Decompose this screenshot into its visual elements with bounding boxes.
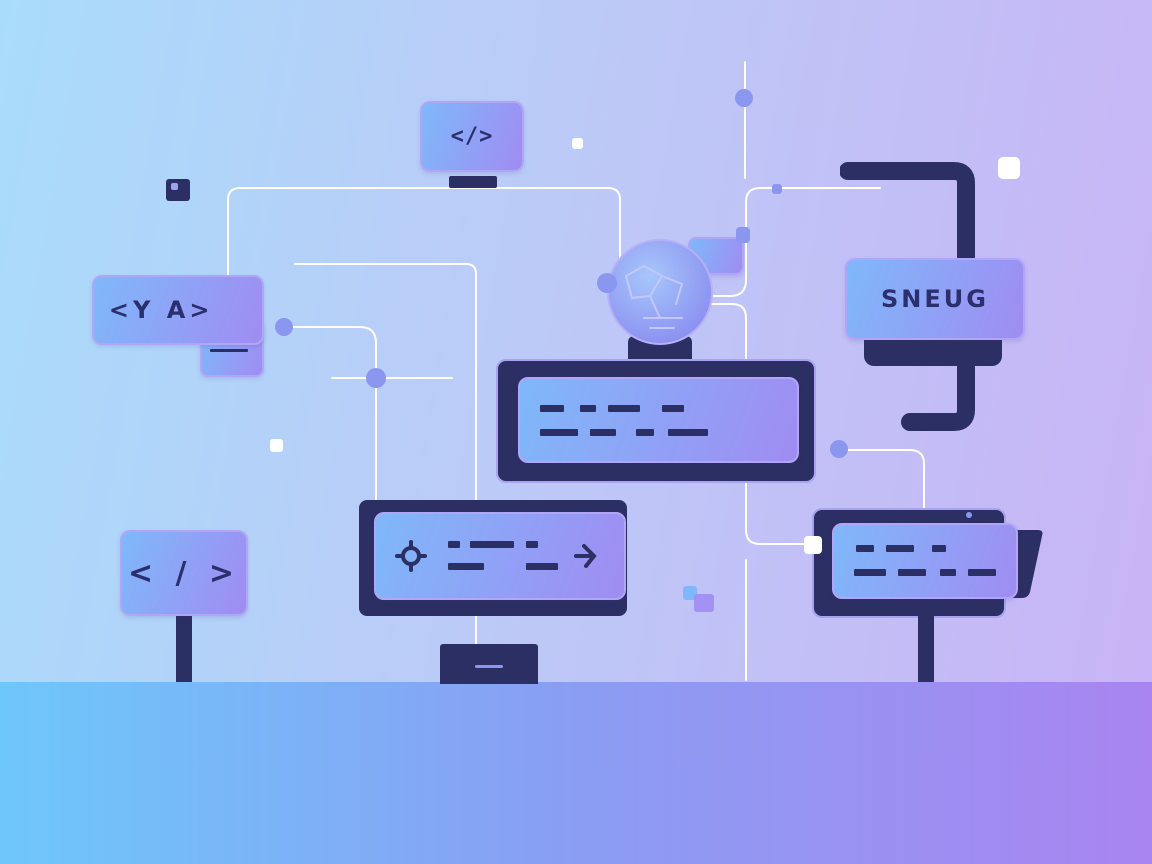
tag-right-card: SNEUG <box>845 258 1025 340</box>
mid-stand-slot <box>475 665 503 668</box>
right-code-bar <box>932 545 946 552</box>
right-code-bar <box>886 545 914 552</box>
right-code-bar <box>940 569 956 576</box>
sparkle-square <box>572 138 583 149</box>
center-code-bar <box>540 405 564 412</box>
mid-panel-front <box>374 512 626 600</box>
right-panel-led <box>966 512 972 518</box>
node-dot <box>275 318 293 336</box>
sign-left-card: < / > <box>120 530 248 616</box>
connector-mid-vertical <box>294 263 477 661</box>
right-code-bar <box>968 569 996 576</box>
center-code-bar <box>662 405 684 412</box>
gear-icon <box>395 540 427 572</box>
center-code-bar <box>540 429 578 436</box>
sign-left-label: < / > <box>127 555 241 591</box>
sparkle-square <box>998 157 1020 179</box>
center-code-bar <box>636 429 654 436</box>
chip-square <box>166 179 190 201</box>
tag-top-label: </> <box>450 124 494 149</box>
floor <box>0 682 1152 864</box>
right-panel-post <box>918 616 934 682</box>
node-dot <box>736 227 750 243</box>
center-code-bar <box>580 405 596 412</box>
connector-top-left <box>227 187 621 276</box>
globe-icon <box>607 239 713 345</box>
connector-left-card <box>289 326 377 503</box>
branch-icon <box>574 544 597 568</box>
right-code-bar <box>898 569 926 576</box>
mid-code-bar <box>448 563 484 570</box>
mid-code-bar <box>526 563 558 570</box>
floating-squares <box>694 594 714 612</box>
tag-left-card: <Y A> <box>92 275 264 345</box>
tag-right-label: SNEUG <box>881 285 989 313</box>
sparkle-square <box>270 439 283 452</box>
mid-code-bar <box>470 541 514 548</box>
globe-node <box>597 273 617 293</box>
floating-squares <box>683 586 697 600</box>
sign-left-post <box>176 612 192 682</box>
node-dot <box>366 368 386 388</box>
tag-left-underline <box>210 349 248 352</box>
sparkle-square <box>804 536 822 554</box>
node-dot <box>735 89 753 107</box>
center-code-bar <box>590 429 616 436</box>
right-code-bar <box>856 545 874 552</box>
node-dot <box>772 184 782 194</box>
tag-top-stand <box>449 176 497 188</box>
right-code-bar <box>854 569 886 576</box>
center-code-bar <box>668 429 708 436</box>
chip-square-light <box>171 183 178 190</box>
right-panel-front <box>832 523 1018 599</box>
tag-left-label: <Y A> <box>108 296 214 324</box>
center-panel-front <box>518 377 799 463</box>
mid-code-bar <box>526 541 538 548</box>
mid-code-bar <box>448 541 460 548</box>
tag-top-card: </> <box>420 101 524 172</box>
center-code-bar <box>608 405 640 412</box>
mid-stand-box <box>440 644 538 684</box>
connector-right-card <box>839 449 925 511</box>
node-dot <box>830 440 848 458</box>
